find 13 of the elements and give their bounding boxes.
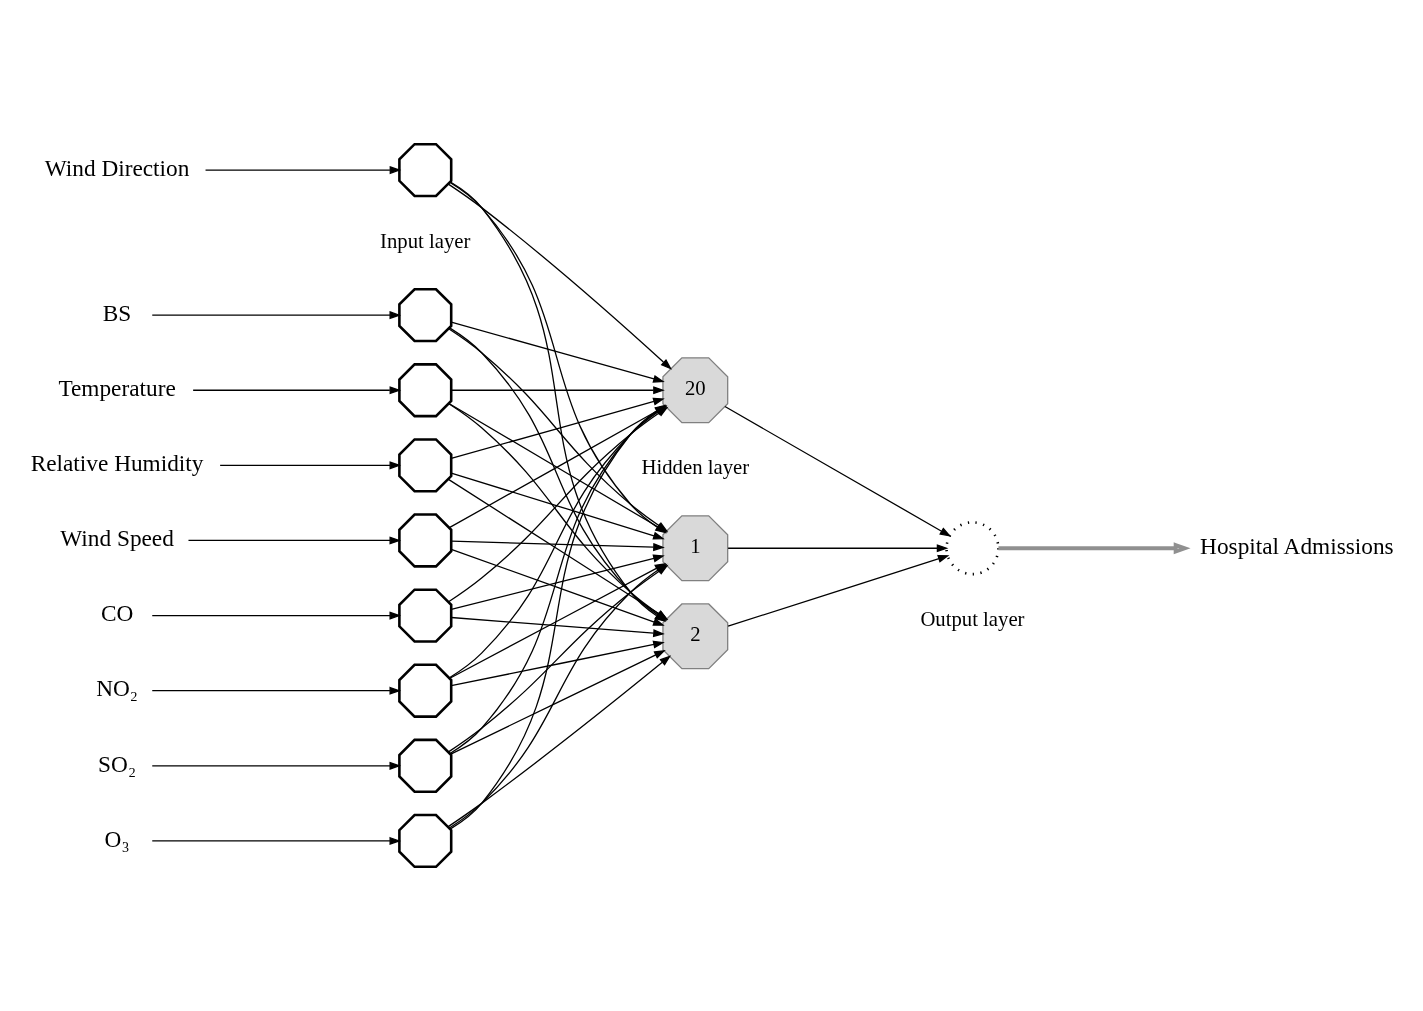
node-text: O₃ bbox=[104, 825, 130, 852]
label: Output layer bbox=[920, 607, 1025, 630]
node-text: Hospital Admissions bbox=[1200, 532, 1394, 559]
node-text: Wind Speed bbox=[60, 525, 174, 552]
node-text: SO₂ bbox=[98, 750, 137, 777]
node-text: NO₂ bbox=[96, 675, 138, 702]
label: Hidden layer bbox=[641, 456, 750, 479]
node-text: CO bbox=[100, 600, 134, 627]
node-text: Wind Direction bbox=[44, 154, 190, 181]
node-text: Temperature bbox=[58, 374, 176, 401]
label: Input layer bbox=[380, 229, 471, 252]
node-text: BS bbox=[102, 299, 132, 326]
node-text: Relative Humidity bbox=[30, 450, 204, 477]
